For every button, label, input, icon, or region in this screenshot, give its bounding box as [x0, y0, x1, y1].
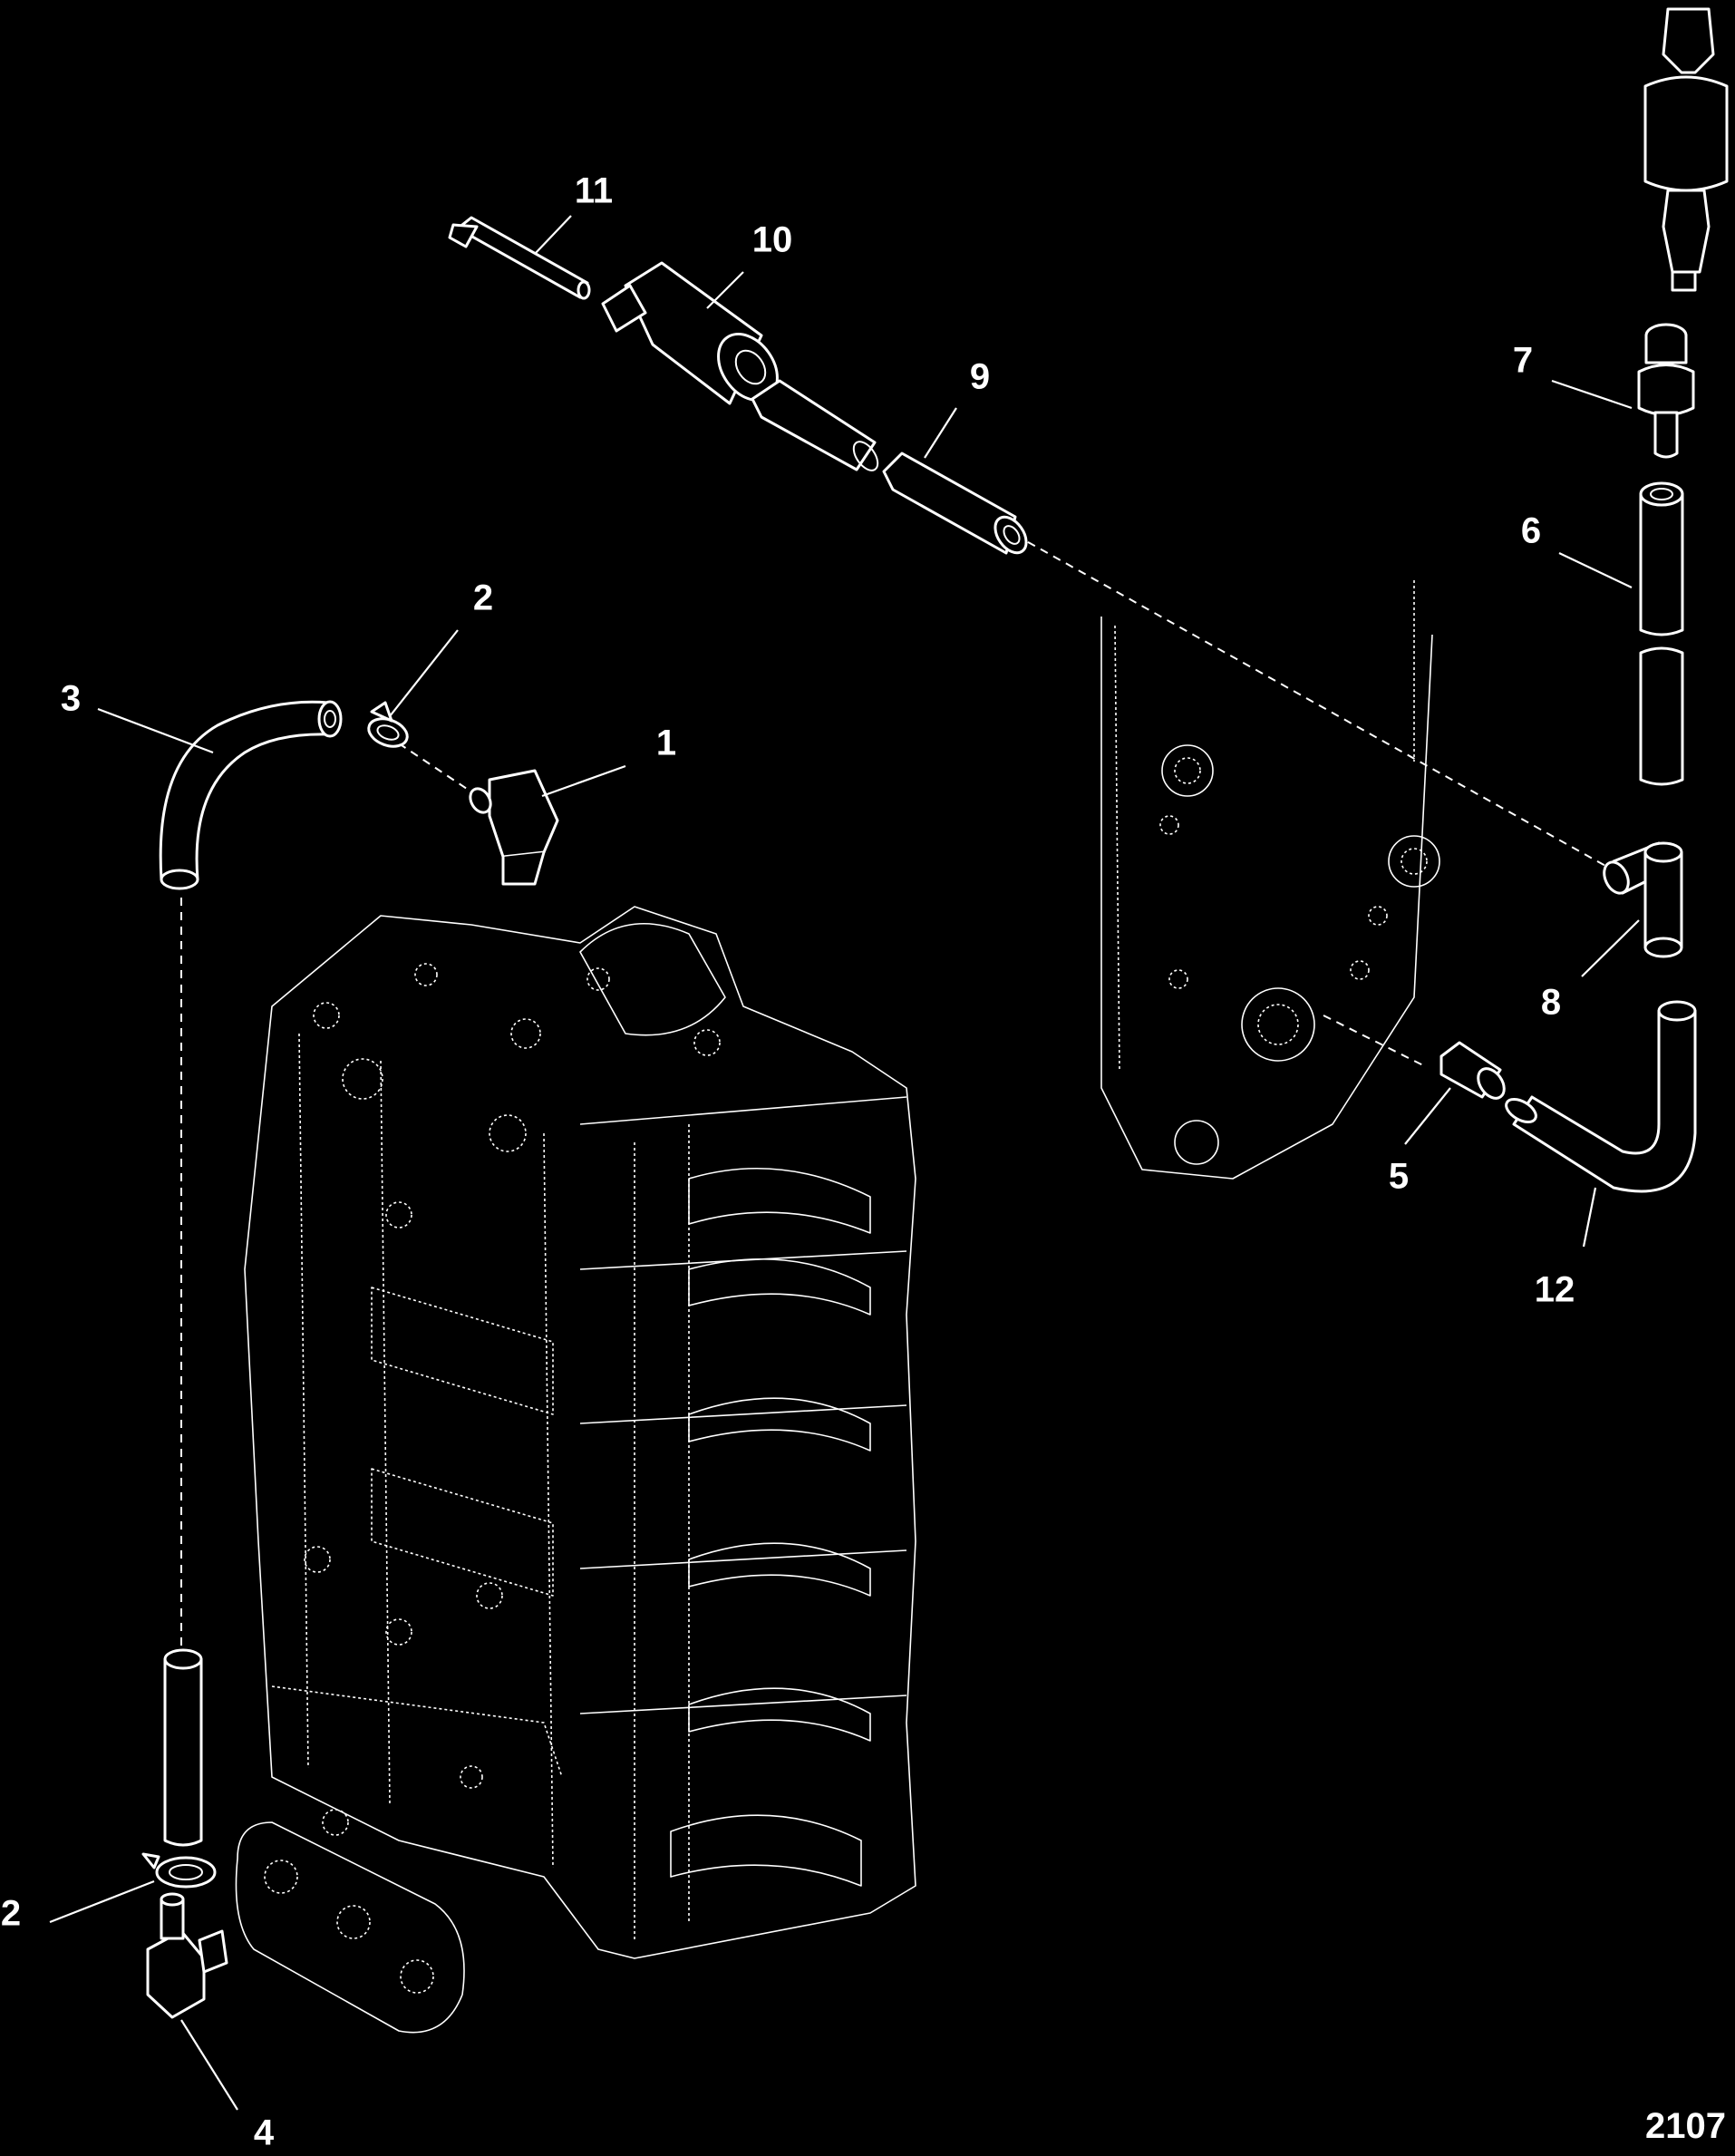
callout-1: 1 — [656, 724, 676, 763]
leader-8 — [1581, 919, 1640, 977]
sensor-assembly — [1643, 7, 1729, 292]
callout-4: 4 — [254, 2113, 275, 2153]
callout-5: 5 — [1389, 1157, 1409, 1197]
callout-7: 7 — [1513, 341, 1533, 381]
leader-10 — [706, 271, 744, 309]
part-6-hose — [1639, 481, 1684, 786]
figure-number: 2107 — [1645, 2106, 1726, 2146]
assembly-line-clamp-to-fitting-1 — [398, 743, 481, 799]
callout-2b: 2 — [1, 1894, 21, 1934]
callout-9: 9 — [970, 357, 990, 397]
part-3-curved-hose — [159, 700, 343, 890]
part-2-clamp-lower — [141, 1852, 217, 1889]
hose-lower — [163, 1648, 203, 1847]
assembly-line-hose-9-to-tee-8 — [1014, 534, 1614, 871]
leader-3 — [97, 707, 214, 754]
callout-11: 11 — [575, 171, 613, 211]
callout-2a: 2 — [473, 578, 493, 618]
part-11-pin — [448, 216, 591, 300]
leader-2a — [389, 629, 459, 717]
part-10-fitting — [601, 261, 779, 405]
part-7-fitting — [1637, 323, 1695, 459]
leader-12 — [1582, 1187, 1597, 1248]
leader-4 — [180, 2019, 238, 2111]
part-4-elbow-fitting — [146, 1892, 228, 2019]
small-manifold-illustration — [235, 1821, 465, 2034]
leader-2b — [49, 1879, 155, 1924]
assembly-line-cover-to-fitting-5 — [1323, 1015, 1424, 1066]
callout-8: 8 — [1541, 983, 1561, 1023]
callout-3: 3 — [61, 679, 81, 719]
leader-11 — [534, 215, 572, 255]
callout-6: 6 — [1521, 511, 1541, 551]
part-12-elbow-hose — [1505, 1000, 1697, 1193]
leader-1 — [541, 764, 626, 798]
callout-10: 10 — [752, 220, 793, 260]
part-2-clamp-upper — [367, 701, 409, 748]
cylinder-block-illustration — [244, 906, 916, 1959]
part-9-hose — [751, 379, 1028, 555]
leader-7 — [1551, 379, 1633, 410]
leader-6 — [1558, 552, 1633, 588]
part-5-fitting — [1439, 1041, 1506, 1100]
cover-plate-illustration — [1100, 580, 1440, 1180]
leader-5 — [1404, 1087, 1451, 1145]
part-1-fitting — [469, 769, 559, 886]
leader-9 — [924, 407, 957, 459]
part-8-tee — [1603, 841, 1683, 958]
callout-12: 12 — [1535, 1270, 1575, 1310]
